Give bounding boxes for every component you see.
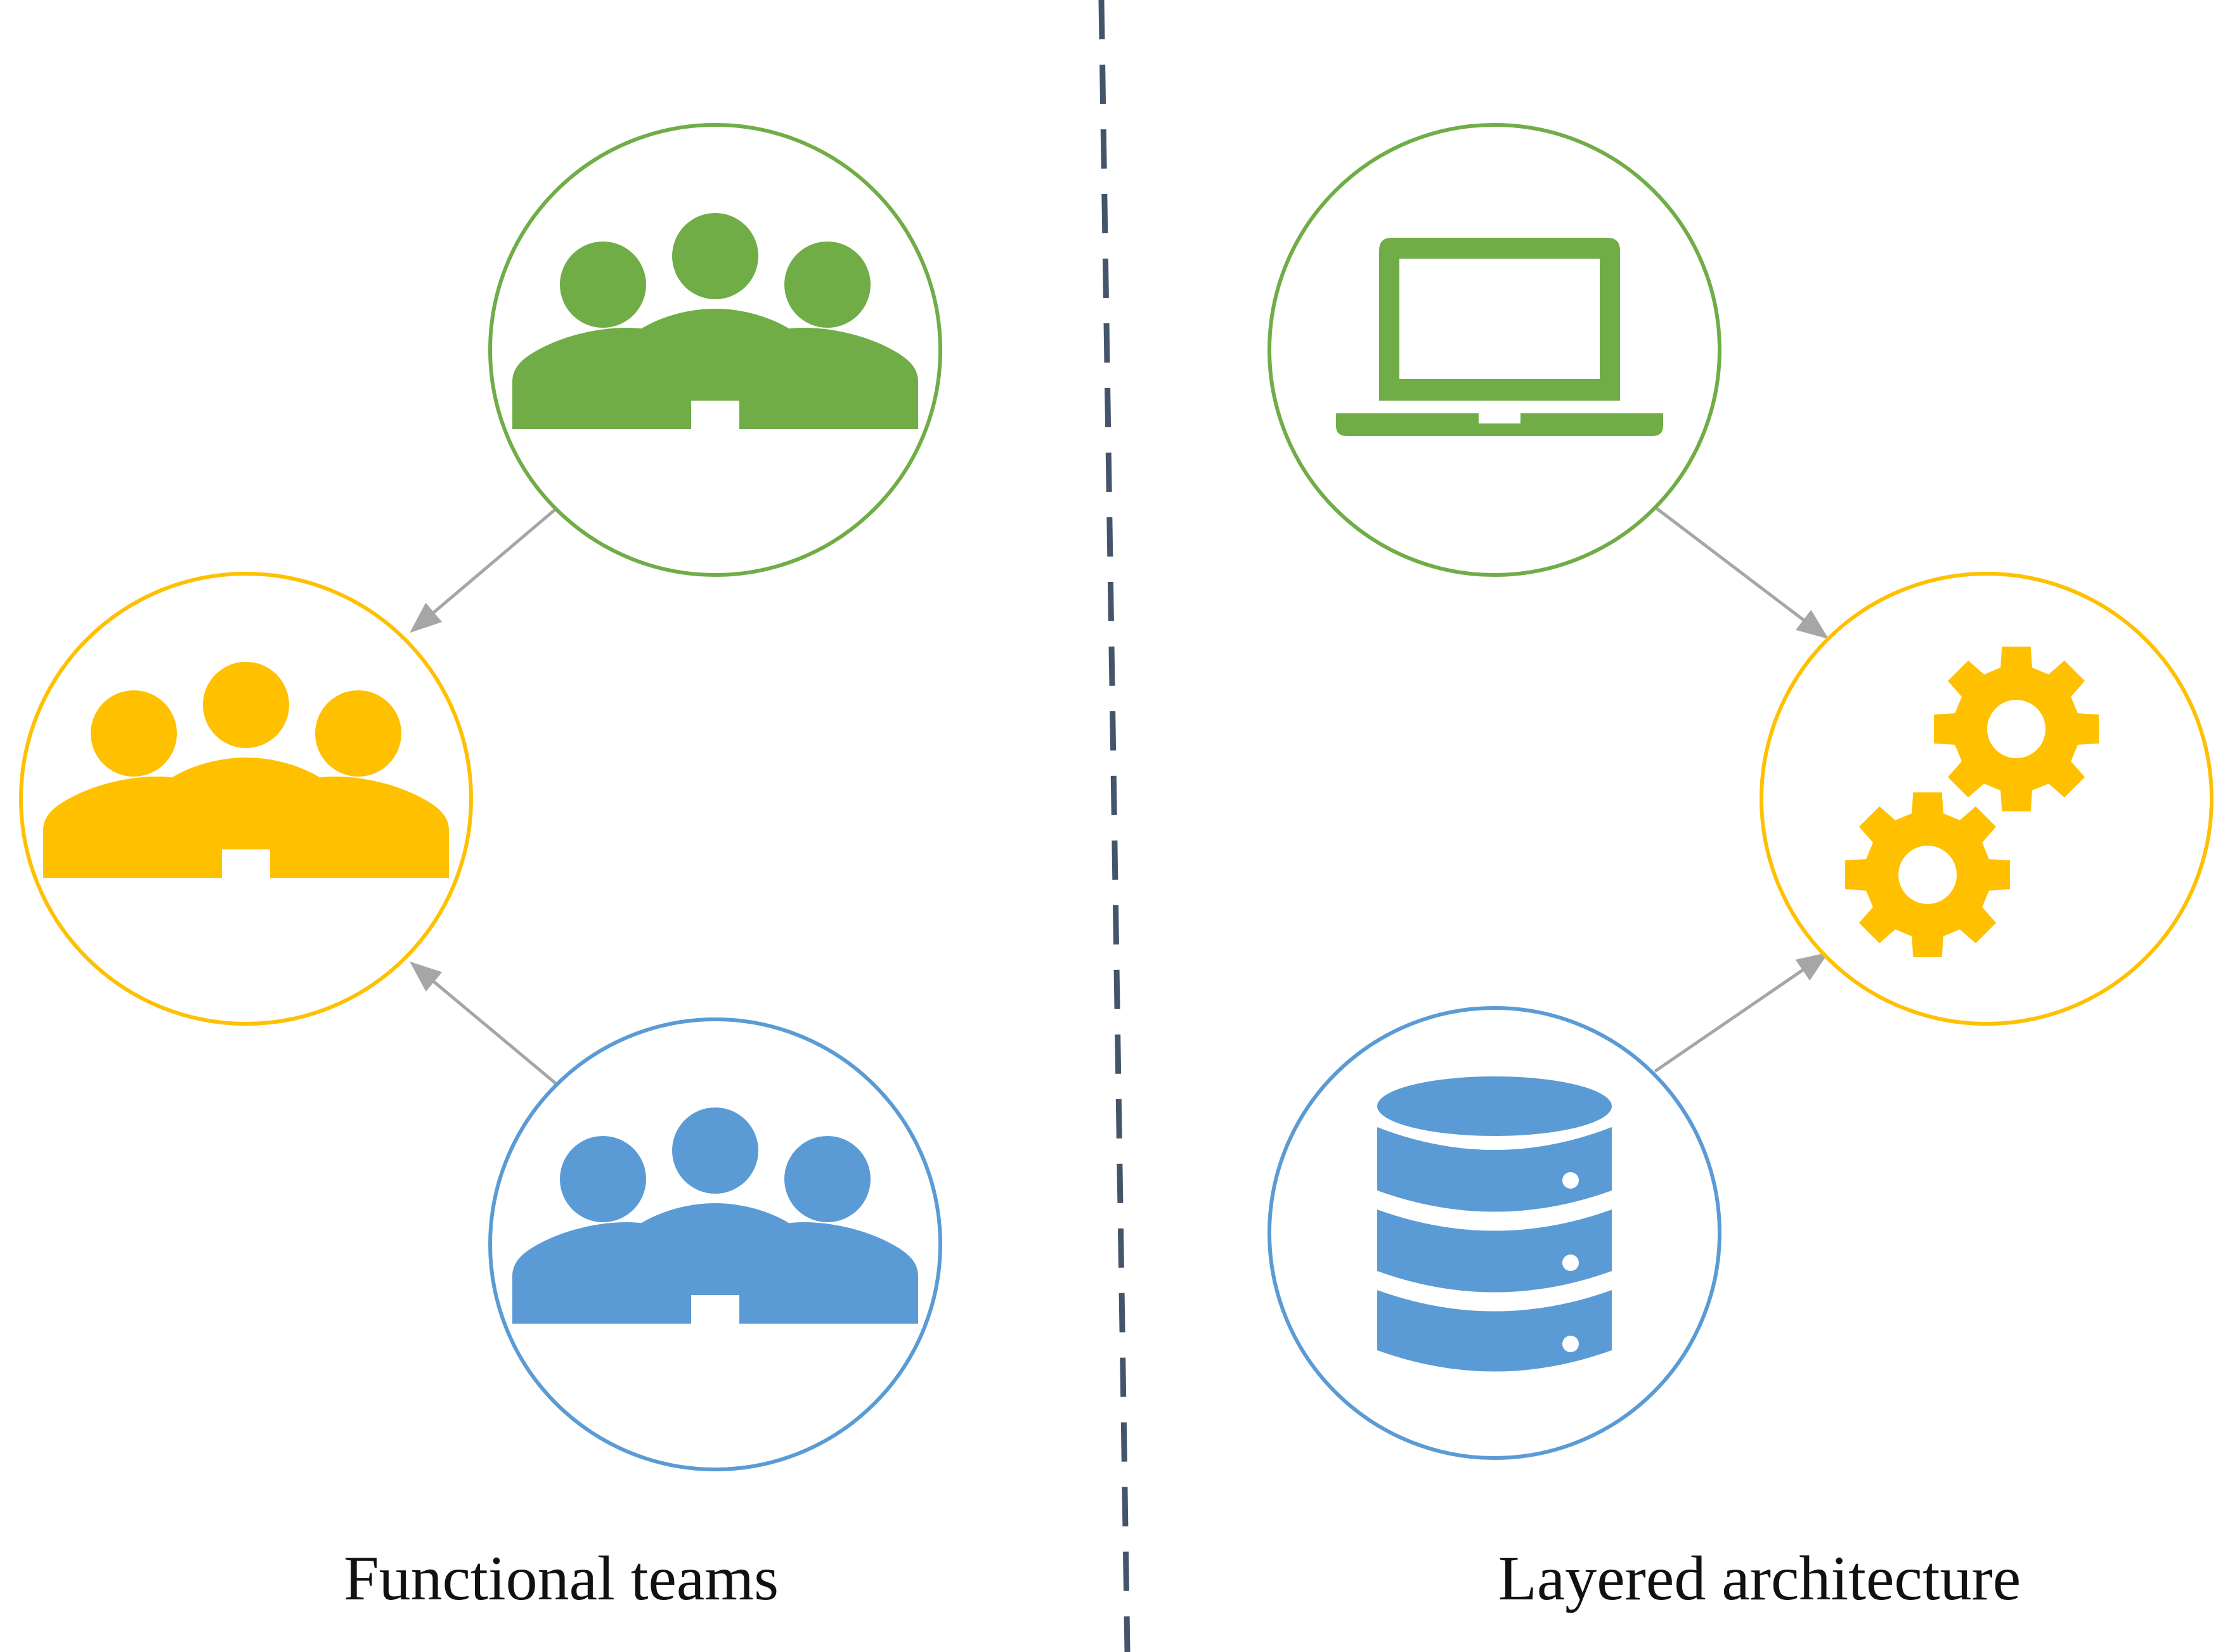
laptop-icon	[1336, 238, 1663, 436]
arrow-data-to-logic	[1654, 952, 1829, 1073]
divider-line	[1098, 0, 1131, 1652]
node-top-team	[488, 123, 942, 577]
node-middle-team	[19, 572, 473, 1026]
right-panel	[1267, 123, 2214, 1460]
database-icon	[1377, 1076, 1612, 1372]
arrow-presentation-to-logic	[1654, 506, 1829, 640]
node-logic-layer	[1760, 572, 2214, 1026]
node-bottom-team	[488, 1017, 942, 1471]
arrow-bottom-to-middle	[410, 961, 559, 1087]
gear-hole	[1987, 700, 2045, 758]
node-data-layer	[1267, 1006, 1721, 1460]
gears-icon	[1845, 647, 2099, 957]
caption-layered-architecture: Layered architecture	[1498, 1543, 2021, 1613]
caption-functional-teams: Functional teams	[344, 1543, 779, 1613]
node-presentation-layer	[1267, 123, 1721, 577]
gear-hole	[1898, 846, 1957, 904]
arrow-top-to-middle	[410, 506, 559, 633]
left-panel	[19, 123, 942, 1471]
